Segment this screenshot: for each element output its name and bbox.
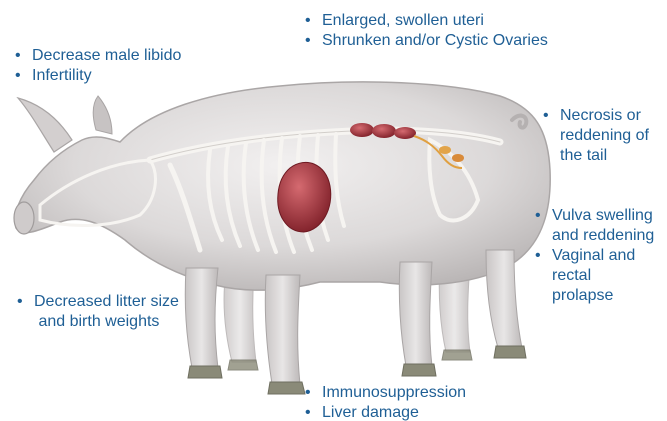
ovary-right xyxy=(452,154,464,162)
bullet-item: Enlarged, swollen uteri xyxy=(302,11,548,31)
callout-male: Decrease male libido Infertility xyxy=(12,46,181,86)
callout-tail: Necrosis or reddening of the tail xyxy=(540,106,649,166)
bullet-item: Infertility xyxy=(12,66,181,86)
callout-reproductive: Enlarged, swollen uteri Shrunken and/or … xyxy=(302,11,548,51)
pig-ear-far xyxy=(93,96,112,134)
callout-immune: Immunosuppression Liver damage xyxy=(302,383,466,421)
bullet-item: Necrosis or reddening of the tail xyxy=(540,106,649,166)
kidney-2 xyxy=(372,124,396,138)
kidney-3 xyxy=(394,127,416,139)
bullet-item: Shrunken and/or Cystic Ovaries xyxy=(302,31,548,51)
callout-vulva: Vulva swelling and reddening Vaginal and… xyxy=(532,206,654,306)
callout-litter: Decreased litter size and birth weights xyxy=(14,292,179,332)
bullet-item: Decrease male libido xyxy=(12,46,181,66)
bullet-item: Liver damage xyxy=(302,403,466,421)
pig-ear xyxy=(18,98,72,152)
pig-snout xyxy=(14,202,34,234)
bullet-item: Vulva swelling and reddening xyxy=(532,206,654,246)
bullet-item: Vaginal and rectal prolapse xyxy=(532,246,654,306)
bullet-item: Decreased litter size and birth weights xyxy=(14,292,179,332)
bullet-item: Immunosuppression xyxy=(302,383,466,403)
kidney-1 xyxy=(350,123,374,137)
ovary-left xyxy=(439,146,451,154)
